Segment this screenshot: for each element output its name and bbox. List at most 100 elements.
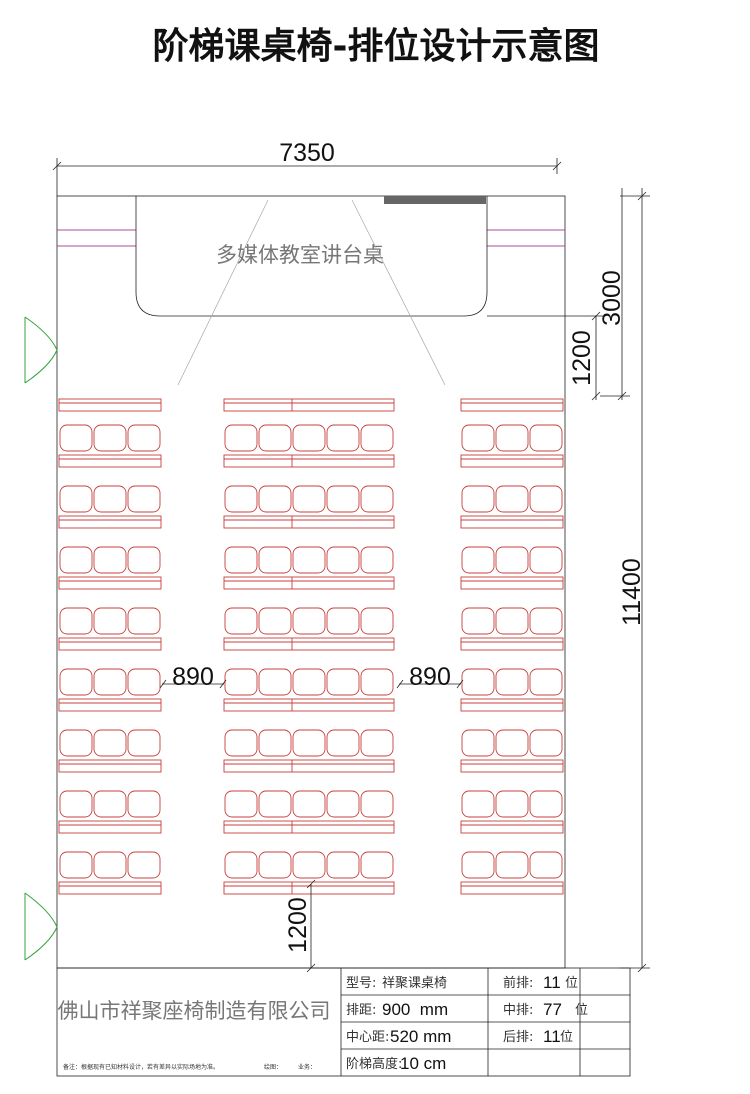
center-distance-label: 中心距: — [346, 1030, 389, 1045]
row-pitch-value: 900 mm — [382, 1000, 448, 1019]
dimension-width: 7350 — [52, 139, 562, 196]
chair-seat — [93, 607, 127, 635]
chair-seat — [529, 790, 563, 818]
desk-row-right — [460, 576, 564, 590]
chair-seat — [127, 668, 161, 696]
desk-row-right — [460, 698, 564, 712]
chair-seat — [461, 790, 495, 818]
blackboard — [384, 196, 486, 204]
chair-seat — [326, 485, 360, 513]
chair-seat — [93, 485, 127, 513]
chair-seat — [224, 424, 258, 452]
desk-row-front-left — [58, 398, 162, 412]
chair-seat — [529, 424, 563, 452]
chair-seat — [360, 424, 394, 452]
desk-row-center — [223, 454, 395, 468]
desk-row-right — [460, 454, 564, 468]
front-rows-unit: 位 — [565, 976, 578, 991]
chair-seat — [529, 485, 563, 513]
chair-seat — [292, 424, 326, 452]
dimension-rear-gap: 1200 — [284, 879, 316, 973]
chair-seat — [495, 424, 529, 452]
chair-seat — [360, 607, 394, 635]
chair-seat — [59, 485, 93, 513]
chair-seat — [224, 729, 258, 757]
chair-seat — [360, 790, 394, 818]
chair-seat — [224, 485, 258, 513]
center-distance-value: 520 mm — [390, 1027, 451, 1046]
chair-seat — [93, 790, 127, 818]
desk-row-right — [460, 637, 564, 651]
chair-seat — [461, 851, 495, 879]
desk-row-left — [58, 698, 162, 712]
chair-seat — [59, 424, 93, 452]
desk-row-center — [223, 759, 395, 773]
dimension-front-area-label: 3000 — [598, 270, 626, 326]
company-name: 佛山市祥聚座椅制造有限公司 — [58, 999, 331, 1023]
middle-rows-value: 77 — [543, 1000, 562, 1019]
chair-seat — [93, 424, 127, 452]
dimension-front-area: 3000 — [598, 188, 630, 401]
desk-row-left — [58, 881, 162, 895]
chair-seat — [326, 668, 360, 696]
chair-seat — [360, 729, 394, 757]
chair-seat — [59, 729, 93, 757]
podium-platform — [135, 196, 488, 317]
dimension-depth-label: 11400 — [618, 558, 646, 626]
desk-row-right — [460, 515, 564, 529]
chair-seat — [529, 851, 563, 879]
desk-row-left — [58, 637, 162, 651]
chair-seat — [461, 485, 495, 513]
chair-seat — [495, 607, 529, 635]
desk-row-left — [58, 759, 162, 773]
step-height-value: 10 cm — [400, 1054, 446, 1073]
chair-seat — [258, 424, 292, 452]
chair-seat — [326, 851, 360, 879]
front-rows-label: 前排: — [503, 975, 533, 991]
chair-seat — [127, 546, 161, 574]
step-height-label: 阶梯高度: — [346, 1056, 402, 1072]
desk-row-left — [58, 820, 162, 834]
desk-row-center — [223, 515, 395, 529]
chair-seat — [127, 729, 161, 757]
chair-seat — [59, 790, 93, 818]
dimension-aisle-right-label: 890 — [409, 663, 451, 691]
desk-row-center — [223, 820, 395, 834]
rear-rows-unit: 位 — [560, 1030, 573, 1045]
chair-seat — [93, 668, 127, 696]
dimension-front-gap-label: 1200 — [568, 330, 596, 386]
chair-seat — [495, 546, 529, 574]
chair-seat — [224, 546, 258, 574]
chair-seat — [495, 851, 529, 879]
middle-rows-label: 中排: — [503, 1003, 533, 1018]
middle-rows-unit: 位 — [575, 1003, 588, 1018]
chair-seat — [326, 424, 360, 452]
desk-row-left — [58, 576, 162, 590]
front-rows-value: 11 — [543, 973, 561, 992]
dimension-depth: 11400 — [618, 188, 650, 973]
desk-row-right — [460, 820, 564, 834]
model-label: 型号: — [346, 976, 376, 991]
door-rear — [24, 892, 58, 961]
page-title: 阶梯课桌椅-排位设计示意图 — [153, 26, 600, 67]
desk-row-front-center — [223, 398, 395, 412]
podium-label: 多媒体教室讲台桌 — [216, 243, 384, 267]
chair-seat — [529, 546, 563, 574]
chair-seat — [360, 546, 394, 574]
dimension-aisle-left-label: 890 — [172, 663, 214, 691]
chair-seat — [461, 607, 495, 635]
chair-seat — [59, 668, 93, 696]
chair-seat — [258, 485, 292, 513]
desk-row-center — [223, 881, 395, 895]
chair-seat — [93, 851, 127, 879]
chair-seat — [529, 607, 563, 635]
dimension-width-label: 7350 — [279, 139, 335, 167]
chair-seat — [529, 668, 563, 696]
chair-seat — [59, 546, 93, 574]
sightline-guides — [177, 199, 446, 386]
chair-seat — [326, 607, 360, 635]
title-block: 佛山市祥聚座椅制造有限公司 备注：根据现有已知材料设计，若有差异以实际场地为准。… — [56, 967, 631, 1077]
chair-seat — [292, 668, 326, 696]
chair-seat — [292, 729, 326, 757]
